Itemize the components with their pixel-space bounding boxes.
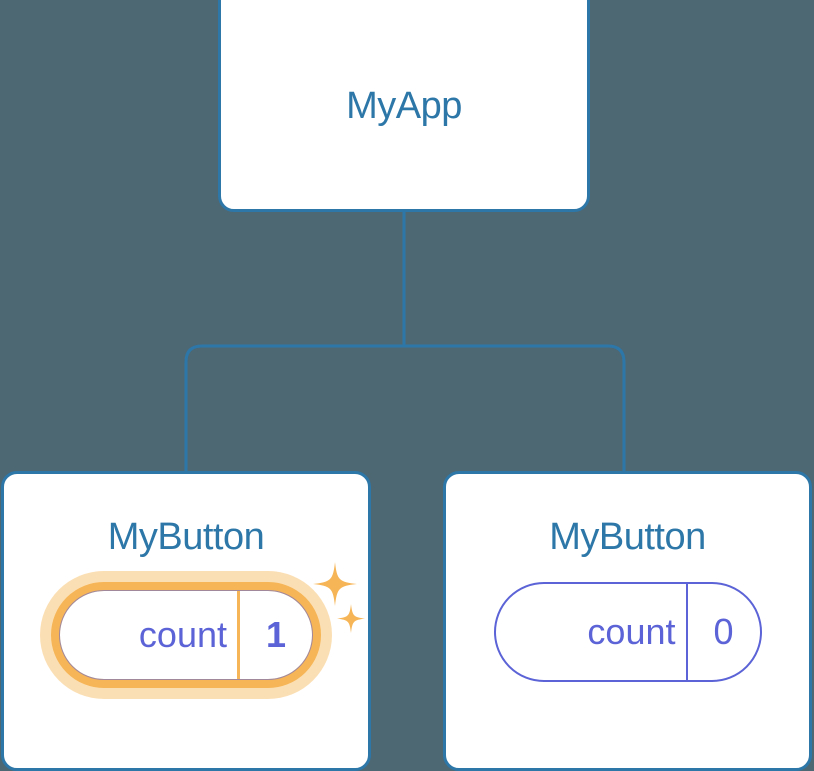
- edge-child-bus: [184, 344, 626, 471]
- state-pill-divider: [237, 591, 240, 679]
- node-title: MyButton: [549, 516, 706, 558]
- state-pill-wrapper: count 0: [493, 582, 762, 682]
- state-value: 0: [713, 611, 734, 652]
- sparkle-icon: [313, 562, 357, 606]
- node-title: MyApp: [346, 85, 462, 127]
- state-pill-wrapper: count 1: [51, 562, 365, 688]
- node-mybutton-left[interactable]: MyButton count 1: [1, 471, 371, 771]
- state-pill-divider: [685, 584, 688, 680]
- state-value: 1: [265, 614, 287, 655]
- sparkle-icon: [337, 604, 365, 633]
- node-myapp[interactable]: MyApp: [218, 0, 590, 212]
- state-pill-count[interactable]: count 1: [51, 582, 321, 688]
- node-mybutton-right[interactable]: MyButton count 0: [443, 471, 812, 771]
- state-key: count: [587, 611, 676, 652]
- state-key: count: [138, 614, 227, 655]
- node-title: MyButton: [107, 516, 265, 558]
- state-pill-count[interactable]: count 0: [493, 582, 762, 682]
